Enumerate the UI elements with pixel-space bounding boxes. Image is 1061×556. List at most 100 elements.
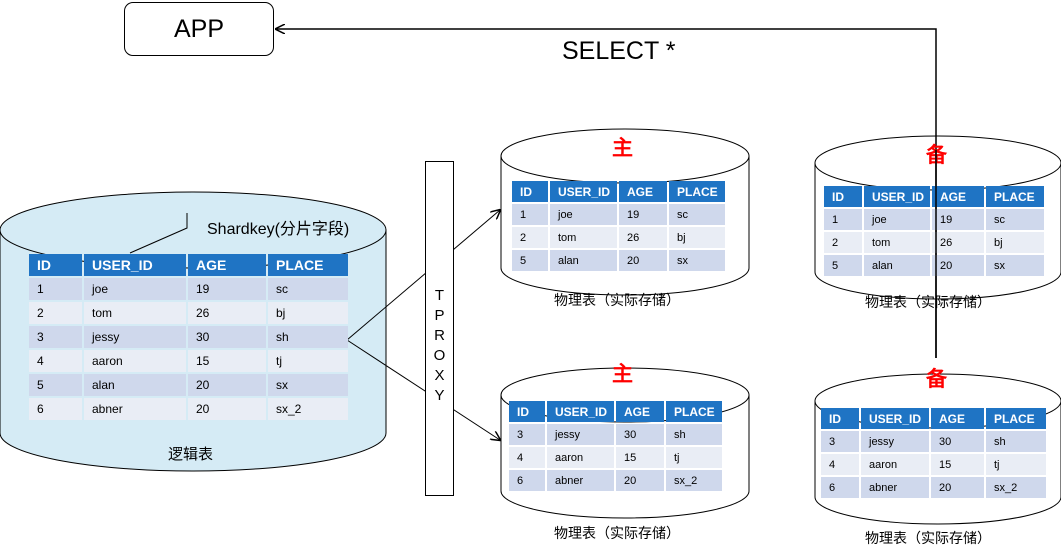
cell-age: 26 <box>188 302 266 324</box>
route-arrow-to-primary-bottom <box>346 339 500 440</box>
column-header-age: AGE <box>616 401 664 422</box>
cell-place: sc <box>669 204 725 225</box>
cell-user-id: joe <box>84 278 186 300</box>
cell-user-id: tom <box>84 302 186 324</box>
cell-user-id: jessy <box>84 326 186 348</box>
cell-age: 19 <box>619 204 667 225</box>
cell-id: 5 <box>29 374 82 396</box>
primary-top-role-label: 主 <box>612 136 633 160</box>
table-row: 2 tom 26 bj <box>29 302 348 324</box>
cell-user-id: abner <box>861 477 929 498</box>
table-row: 3 jessy 30 sh <box>821 431 1046 452</box>
column-header-place: PLACE <box>669 181 725 202</box>
tproxy-box: T P R O X Y <box>425 161 454 496</box>
tproxy-label: T P R O X Y <box>426 286 453 406</box>
cell-age: 20 <box>188 374 266 396</box>
cell-age: 20 <box>619 250 667 271</box>
cell-user-id: alan <box>550 250 617 271</box>
cell-place: sx_2 <box>268 398 348 420</box>
cell-place: sh <box>986 431 1046 452</box>
cell-user-id: jessy <box>547 424 614 445</box>
column-header-place: PLACE <box>986 186 1044 207</box>
cell-id: 2 <box>824 232 862 253</box>
table-row: 1 joe 19 sc <box>512 204 725 225</box>
cell-place: sh <box>666 424 722 445</box>
app-label: APP <box>173 14 225 43</box>
cell-id: 3 <box>821 431 859 452</box>
table-row: 4 aaron 15 tj <box>29 350 348 372</box>
column-header-user-id: USER_ID <box>84 254 186 276</box>
cell-place: bj <box>268 302 348 324</box>
column-header-id: ID <box>512 181 548 202</box>
column-header-id: ID <box>509 401 545 422</box>
cell-id: 5 <box>512 250 548 271</box>
cell-age: 19 <box>932 209 984 230</box>
cell-age: 20 <box>931 477 984 498</box>
cell-id: 1 <box>29 278 82 300</box>
column-header-user-id: USER_ID <box>547 401 614 422</box>
table-row: 4 aaron 15 tj <box>509 447 722 468</box>
table-header-row: ID USER_ID AGE PLACE <box>821 408 1046 429</box>
cell-id: 4 <box>821 454 859 475</box>
cell-id: 1 <box>512 204 548 225</box>
cell-id: 6 <box>509 470 545 491</box>
table-header-row: ID USER_ID AGE PLACE <box>29 254 348 276</box>
cell-user-id: tom <box>550 227 617 248</box>
cell-place: sc <box>268 278 348 300</box>
column-header-place: PLACE <box>666 401 722 422</box>
cell-place: sx_2 <box>986 477 1046 498</box>
cell-age: 19 <box>188 278 266 300</box>
table-row: 1 joe 19 sc <box>29 278 348 300</box>
cell-age: 30 <box>616 424 664 445</box>
route-arrow-to-primary-top <box>346 210 500 341</box>
backup-bottom-table: ID USER_ID AGE PLACE 3 jessy 30 sh 4 aar… <box>819 406 1048 500</box>
cell-user-id: alan <box>864 255 930 276</box>
table-row: 2 tom 26 bj <box>512 227 725 248</box>
column-header-age: AGE <box>619 181 667 202</box>
table-row: 5 alan 20 sx <box>512 250 725 271</box>
table-row: 5 alan 20 sx <box>29 374 348 396</box>
cell-age: 20 <box>188 398 266 420</box>
primary-top-caption: 物理表（实际存储） <box>554 293 680 309</box>
cell-id: 4 <box>509 447 545 468</box>
cell-user-id: abner <box>547 470 614 491</box>
tproxy-letter: Y <box>434 387 445 404</box>
column-header-user-id: USER_ID <box>864 186 930 207</box>
cell-age: 15 <box>616 447 664 468</box>
cell-place: sc <box>986 209 1044 230</box>
cell-place: tj <box>666 447 722 468</box>
column-header-place: PLACE <box>986 408 1046 429</box>
tproxy-letter: T <box>434 287 445 304</box>
backup-bottom-caption: 物理表（实际存储） <box>865 531 991 547</box>
cell-user-id: joe <box>864 209 930 230</box>
cell-age: 20 <box>932 255 984 276</box>
cell-age: 15 <box>188 350 266 372</box>
cell-place: tj <box>986 454 1046 475</box>
primary-top-table: ID USER_ID AGE PLACE 1 joe 19 sc 2 tom 2… <box>510 179 727 273</box>
column-header-id: ID <box>821 408 859 429</box>
tproxy-letter: O <box>433 347 446 364</box>
table-row: 3 jessy 30 sh <box>29 326 348 348</box>
primary-bottom-caption: 物理表（实际存储） <box>554 526 680 542</box>
cell-id: 3 <box>29 326 82 348</box>
cell-place: tj <box>268 350 348 372</box>
table-row: 6 abner 20 sx_2 <box>821 477 1046 498</box>
select-query-label: SELECT * <box>562 37 676 65</box>
table-row: 6 abner 20 sx_2 <box>509 470 722 491</box>
column-header-age: AGE <box>931 408 984 429</box>
logical-table-caption: 逻辑表 <box>168 445 214 463</box>
shardkey-label: Shardkey(分片字段) <box>207 221 350 238</box>
cell-age: 15 <box>931 454 984 475</box>
table-row: 1 joe 19 sc <box>824 209 1044 230</box>
backup-bottom-role-label: 备 <box>926 367 947 391</box>
cell-place: sx <box>268 374 348 396</box>
cell-user-id: tom <box>864 232 930 253</box>
cell-id: 4 <box>29 350 82 372</box>
cell-id: 6 <box>821 477 859 498</box>
backup-top-caption: 物理表（实际存储） <box>865 295 991 311</box>
primary-bottom-role-label: 主 <box>612 362 633 386</box>
cell-user-id: abner <box>84 398 186 420</box>
tproxy-letter: R <box>434 327 445 344</box>
column-header-id: ID <box>824 186 862 207</box>
app-box: APP <box>124 2 274 56</box>
